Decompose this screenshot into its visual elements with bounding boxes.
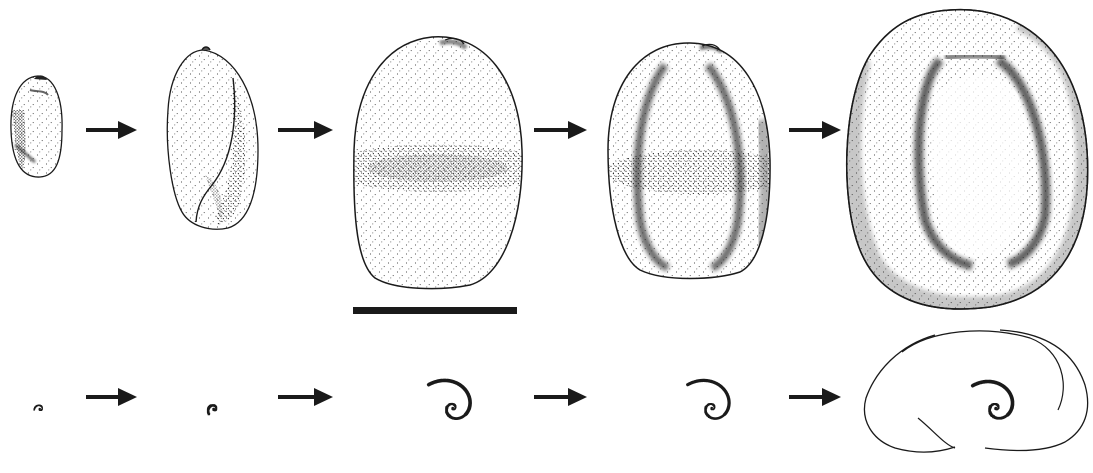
arrow-right-icon <box>789 121 841 139</box>
arrow-right-icon <box>278 388 333 406</box>
spiral-stage-2 <box>208 405 216 414</box>
spiral-whorl <box>706 407 725 419</box>
shell-stage-5 <box>847 10 1088 309</box>
shell-stage-4 <box>605 43 795 279</box>
arrow-right-icon <box>86 388 137 406</box>
shell-stage-2 <box>167 47 258 229</box>
spiral-stage-4 <box>688 380 729 418</box>
spiral-whorl <box>429 380 470 414</box>
arrow-right-icon <box>534 121 587 139</box>
spiral-stage-5-margin <box>864 330 1087 452</box>
arrow-right-icon <box>278 121 333 139</box>
shell-stage-1 <box>11 75 62 177</box>
spiral-whorl <box>706 404 714 408</box>
shell-stage-3 <box>328 37 548 289</box>
arrow-right-icon <box>534 388 587 406</box>
arrow-right-icon <box>789 388 841 406</box>
spiral-whorl <box>447 407 466 419</box>
arrow-right-icon <box>86 121 137 139</box>
spiral-whorl <box>688 380 729 414</box>
spiral-stage-1 <box>34 405 42 410</box>
spiral-whorl <box>973 382 1013 415</box>
spiral-stage-3 <box>429 380 470 418</box>
scale-bar-icon <box>353 307 517 314</box>
spiral-stage-5 <box>973 382 1013 419</box>
